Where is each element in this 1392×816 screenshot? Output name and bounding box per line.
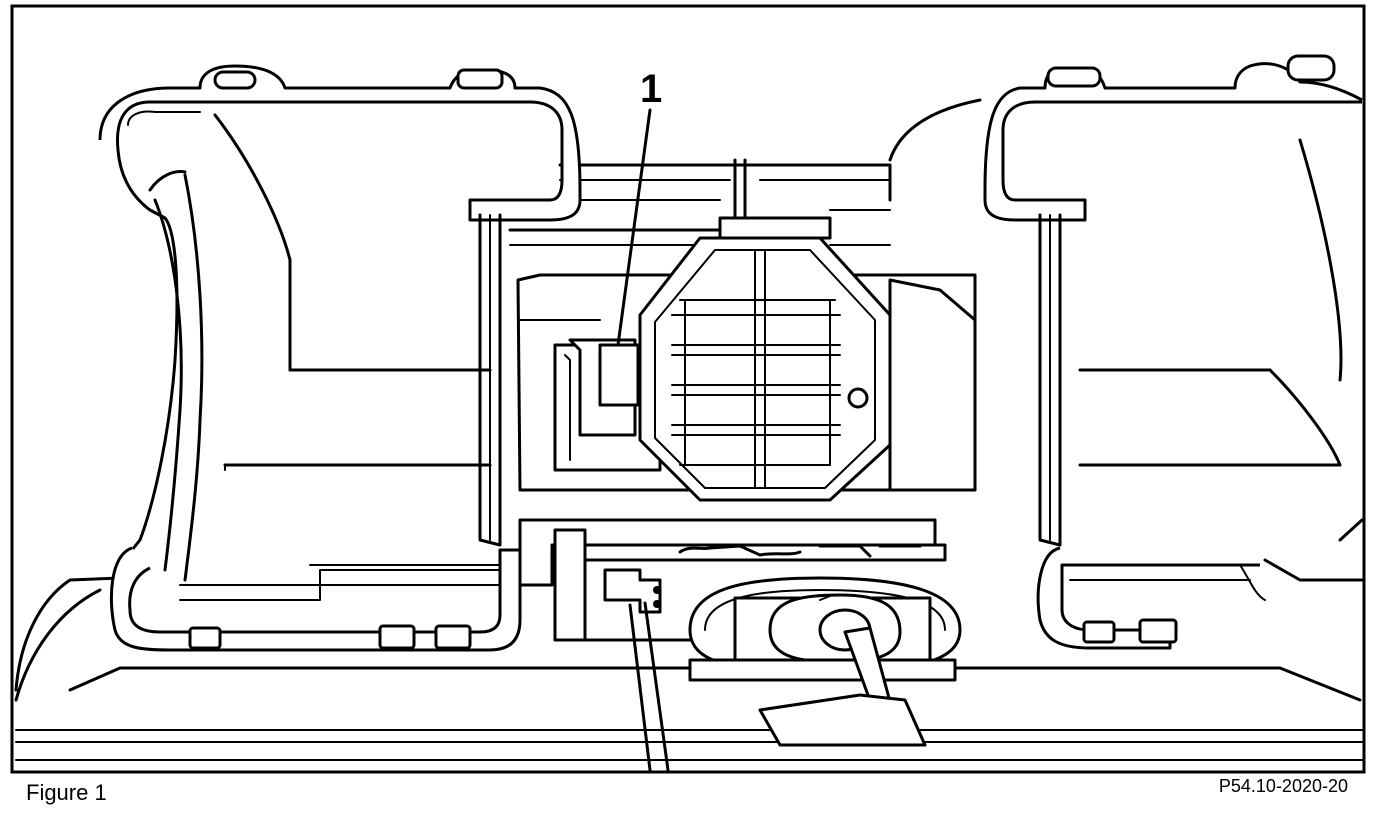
figure-frame — [10, 4, 1366, 774]
callout-1: 1 — [616, 67, 662, 347]
central-housing-back — [508, 98, 982, 246]
figure-caption: Figure 1 — [26, 780, 107, 805]
blower-grille — [638, 158, 892, 502]
lower-control-block — [518, 518, 962, 772]
callout-label: 1 — [640, 67, 662, 111]
left-air-duct — [98, 64, 582, 652]
right-air-duct — [983, 54, 1363, 650]
figure-reference-code: P54.10-2020-20 — [1218, 776, 1348, 796]
